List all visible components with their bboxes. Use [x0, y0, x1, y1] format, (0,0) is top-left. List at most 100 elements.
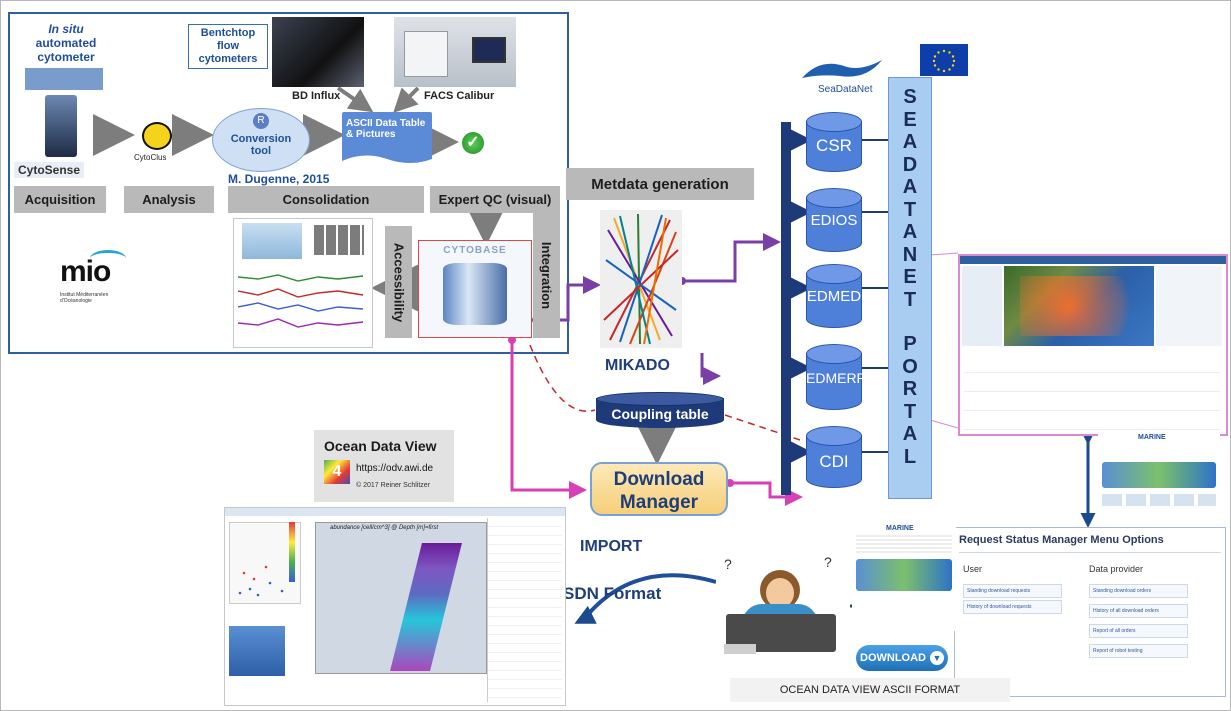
odv-plot-title: abundance [cell/cm^3] @ Depth [m]=first [330, 525, 439, 531]
marine-logo-small: MARINE [1138, 434, 1166, 441]
sdn-format-label: SDN Format [563, 584, 662, 603]
rsm-title: Request Status Manager Menu Options [959, 534, 1164, 546]
in-situ-label: In situ automated cytometer [27, 22, 105, 64]
odv-ascii-format-label: OCEAN DATA VIEW ASCII FORMAT [730, 678, 1010, 702]
marine-logo-bottom: MARINE [886, 525, 914, 532]
mio-subtitle: Institut Méditerranéen d'Océanologie [60, 292, 108, 304]
conversion-line1: Conversion [230, 133, 292, 145]
odv-logo-icon: 4 [324, 460, 350, 484]
odv-info-box: Ocean Data View 4 https://odv.awi.de © 2… [314, 430, 454, 502]
in-situ-line1: In situ [48, 22, 84, 36]
coupling-table-label: Coupling table [611, 406, 709, 422]
portal-letter: A [902, 221, 918, 243]
portal-letter: A [902, 423, 918, 445]
accessibility-box: Accessibility [385, 226, 412, 338]
facs-calibur-label: FACS Calibur [424, 90, 495, 102]
marine-page-bottom: MARINE [852, 521, 956, 631]
arrow-bdinflux-to-ascii [336, 86, 374, 113]
db-edmed: EDMED [806, 264, 862, 328]
mikado-label: MIKADO [605, 357, 670, 374]
coupling-table: Coupling table [596, 392, 724, 428]
stage-analysis: Analysis [124, 186, 214, 213]
rsm-link-report-orders[interactable]: Report of all orders [1089, 624, 1188, 638]
mikado-image [600, 210, 682, 348]
db-csr: CSR [806, 112, 862, 172]
ascii-line1: ASCII Data Table [346, 118, 426, 129]
download-button-label: DOWNLOAD [860, 652, 926, 664]
bentchtop-line2: flow [217, 40, 239, 52]
author-credit: M. Dugenne, 2015 [228, 172, 330, 186]
portal-letter: E [903, 108, 917, 131]
db-cdi: CDI [806, 426, 862, 488]
rsm-link-standing-requests[interactable]: Standing download requests [963, 584, 1062, 598]
facs-calibur-image [394, 17, 516, 87]
bd-influx-label: BD Influx [292, 90, 341, 102]
rsm-link-report-robot[interactable]: Report of robot testing [1089, 644, 1188, 658]
portal-letter: E [903, 266, 917, 288]
cytosense-image [45, 95, 77, 157]
db-edmerp-label: EDMERP [806, 370, 866, 386]
in-situ-line2: automated [35, 36, 97, 50]
odv-logo-number: 4 [332, 463, 342, 480]
db-edios: EDIOS [806, 188, 862, 252]
cytoclus-label: CytoClus [134, 153, 167, 162]
portal-letter: N [902, 243, 918, 266]
portal-letter: A [902, 131, 918, 153]
portal-letter: P [903, 333, 917, 355]
marine-page-thumbnail: MARINE [1098, 432, 1220, 524]
dashed-link-cytobase-coupling [529, 344, 596, 412]
db-edios-label: EDIOS [810, 212, 858, 229]
import-label: IMPORT [580, 538, 643, 555]
db-edmed-label: EDMED [806, 288, 862, 305]
rsm-link-history-requests[interactable]: History of download requests [963, 600, 1062, 614]
conversion-tool: R Conversion tool [212, 108, 310, 172]
bentchtop-line1: Bentchtop [200, 27, 256, 39]
ascii-data-table: ASCII Data Table & Pictures [342, 112, 432, 154]
eu-flag-icon [920, 44, 968, 76]
download-manager-line1: Download [613, 469, 705, 490]
portal-letter: R [902, 378, 918, 400]
arrow-facs-to-ascii [393, 86, 420, 113]
db-edmerp: EDMERP [806, 344, 866, 410]
cytobase-magenta-dot [508, 336, 516, 344]
portal-letter: S [903, 86, 917, 108]
stage-consolidation: Consolidation [228, 186, 424, 213]
chevron-down-icon: ▼ [930, 651, 944, 665]
seadatanet-text: SeaDataNet [818, 84, 873, 95]
db-cdi-label: CDI [819, 452, 849, 471]
odv-url: https://odv.awi.de [356, 463, 434, 474]
mio-arc-icon [90, 250, 126, 267]
portal-letter: A [902, 176, 918, 198]
db-csr-label: CSR [816, 136, 852, 155]
ascii-line2: & Pictures [346, 129, 396, 140]
cytoclus-icon [142, 122, 172, 150]
odv-software-window: abundance [cell/cm^3] @ Depth [m]=first [224, 507, 566, 706]
mio-sub2: d'Océanologie [60, 298, 92, 304]
portal-letter: O [902, 355, 918, 378]
portal-letter: T [903, 400, 917, 423]
download-button[interactable]: DOWNLOAD ▼ [856, 645, 948, 671]
bd-influx-image [272, 17, 364, 87]
conversion-line2: tool [250, 145, 272, 157]
seadatanet-logo [800, 56, 886, 88]
integration-box: Integration [533, 212, 560, 338]
rsm-provider-header: Data provider [1089, 564, 1144, 574]
integration-label: Integration [539, 241, 555, 309]
arrow-import-to-odv [574, 573, 717, 624]
portal-letter: T [903, 198, 917, 221]
arrow-mikado-to-databases [682, 233, 781, 283]
seadatanet-portal: S E A D A T A N E T P O R T A L [888, 77, 932, 499]
arrow-cytobase-to-download-manager [510, 340, 587, 499]
rsm-link-standing-orders[interactable]: Standing download orders [1089, 584, 1188, 598]
check-icon: ✓ [462, 132, 484, 154]
portal-letter: D [902, 153, 918, 176]
ascii-wave [342, 153, 432, 163]
metadata-generation-label: Metdata generation [566, 168, 754, 200]
rsm-link-history-orders[interactable]: History of all download orders [1089, 604, 1188, 618]
cdi-portal-screenshot [958, 254, 1228, 436]
arrow-download-manager-to-cdi [730, 481, 803, 506]
in-situ-line3: cytometer [37, 50, 95, 64]
cytobase-title: CYTOBASE [443, 245, 507, 256]
download-manager-magenta-dot [726, 479, 734, 487]
request-status-manager: Request Status Manager Menu Options User… [954, 527, 1226, 697]
